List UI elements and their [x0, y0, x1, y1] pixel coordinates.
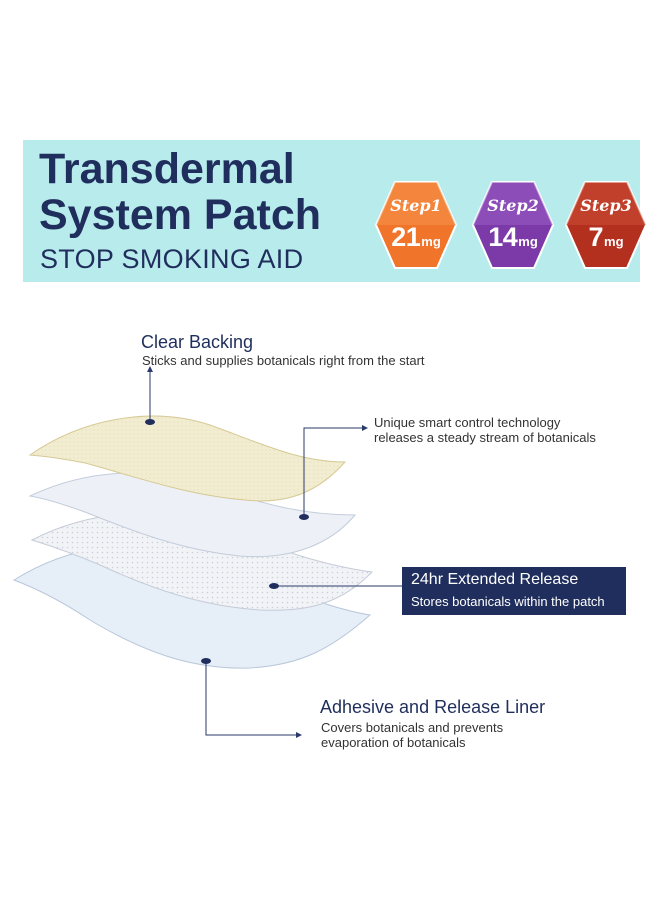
adhesive-marker — [201, 658, 211, 664]
smart-control-line-2: releases a steady stream of botanicals — [374, 430, 596, 445]
extended-release-heading: 24hr Extended Release — [411, 571, 579, 588]
marker-dots — [145, 419, 309, 664]
step-2-dose-unit: mg — [518, 234, 538, 249]
arrowheads — [147, 366, 368, 738]
step-1-dose-unit: mg — [421, 234, 441, 249]
hexagon-icon — [374, 181, 458, 269]
smart-control-marker — [299, 514, 309, 520]
banner-subtitle: STOP SMOKING AID — [40, 244, 304, 274]
title-line-2: System Patch — [39, 191, 322, 239]
clear-backing-text: Sticks and supplies botanicals right fro… — [142, 353, 425, 368]
adhesive-line-1: Covers botanicals and prevents — [321, 720, 504, 735]
banner-title: Transdermal System Patch — [39, 146, 321, 238]
step-1-badge: Step1 21mg — [374, 180, 458, 270]
step-2-dose: 14mg — [471, 222, 555, 253]
smart-control-leader — [303, 427, 366, 515]
step-3-badge: Step3 7mg — [564, 180, 648, 270]
leader-lines — [149, 370, 402, 736]
step-2-badge: Step2 14mg — [471, 180, 555, 270]
arrow-right-icon — [296, 732, 302, 738]
hexagon-icon — [564, 181, 648, 269]
clear-backing-heading: Clear Backing — [141, 332, 254, 352]
step-2-dose-value: 14 — [488, 222, 518, 252]
step-3-dose: 7mg — [564, 222, 648, 253]
smart-control-line-1: Unique smart control technology — [374, 415, 561, 430]
extended-release-marker — [269, 583, 279, 589]
clear-backing-marker — [145, 419, 155, 425]
hexagon-icon — [471, 181, 555, 269]
step-3-dose-value: 7 — [588, 222, 604, 252]
arrow-up-icon — [147, 366, 153, 372]
step-3-label: Step3 — [580, 196, 632, 215]
step-2-label: Step2 — [487, 196, 539, 215]
adhesive-line-2: evaporation of botanicals — [321, 735, 466, 750]
step-1-dose: 21mg — [374, 222, 458, 253]
arrow-right-icon — [362, 425, 368, 431]
step-1-dose-value: 21 — [391, 222, 421, 252]
step-3-dose-unit: mg — [604, 234, 624, 249]
step-1-label: Step1 — [390, 196, 442, 215]
adhesive-heading: Adhesive and Release Liner — [320, 697, 546, 717]
extended-release-box: 24hr Extended Release Stores botanicals … — [402, 567, 626, 615]
extended-release-text: Stores botanicals within the patch — [411, 594, 605, 609]
adhesive-leader — [205, 662, 300, 736]
header-banner: Transdermal System Patch STOP SMOKING AI… — [23, 140, 648, 282]
clear-backing-layer — [28, 415, 347, 502]
title-line-1: Transdermal — [39, 145, 295, 193]
